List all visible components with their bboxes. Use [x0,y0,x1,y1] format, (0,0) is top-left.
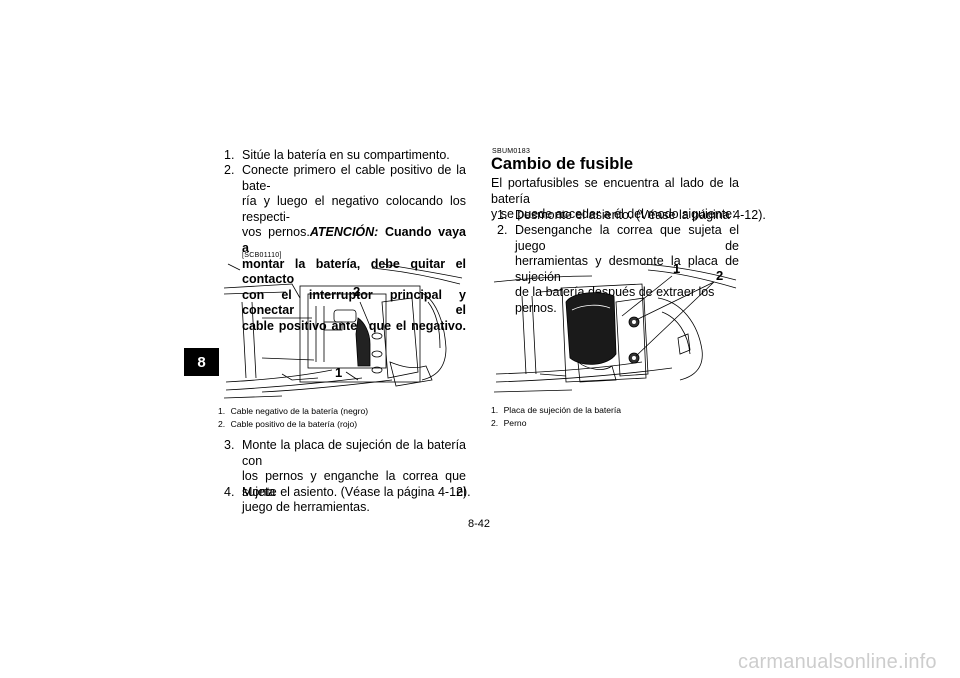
battery-illustration [223,263,463,399]
fuse-illustration [493,263,737,393]
step-text: Desmonte el asiento. (Véase la página 4-… [515,208,766,222]
attention-label: ATENCIÓN: [309,225,379,240]
caption-item: 1. Cable negativo de la batería (negro) [218,406,369,416]
warning-line: montar la batería, debe quitar el contac… [242,256,466,287]
fuse-figure: 1 2 [492,261,738,400]
step-line: Desenganche la correa que sujeta el jueg… [515,223,739,253]
step-text: Monte el asiento. (Véase la página 4-12)… [242,485,471,499]
step-line: juego de herramientas. [242,500,370,515]
step-line: herramientas y desmonte la placa de suje… [515,254,739,284]
step-line: vos pernos.ATENCIÓN: Cuando vaya a [242,225,466,255]
step-line: los pernos y enganche la correa que suje… [242,469,466,499]
step-line: Monte la placa de sujeción de la batería… [242,438,466,468]
warning-line: cable positivo antes que el negativo. [242,318,466,333]
section-heading: Cambio de fusible [491,155,634,173]
callout-2: 2 [353,284,361,299]
section-tab: 8 [184,348,219,376]
page-number: 8-42 [468,518,491,530]
caption-item: 2. Perno [491,418,527,428]
callout-1: 1 [673,261,681,276]
step-line: ría y luego el negativo colocando los re… [242,194,466,224]
callout-2: 2 [716,268,724,283]
battery-figure: 2 1 [222,262,466,402]
step-line: Conecte primero el cable positivo de la … [242,163,466,193]
section-code: SBUM0183 [492,148,531,155]
warning-code: [SCB01110] [242,252,282,259]
watermark: carmanualsonline.info [738,651,937,673]
callout-1: 1 [335,365,343,380]
intro-paragraph: El portafusibles se encuentra al lado de… [491,176,739,222]
caption-item: 1. Placa de sujeción de la batería [491,405,622,415]
step-text: Sitúe la batería en su compartimento. [242,148,450,162]
caption-item: 2. Cable positivo de la batería (rojo) [218,419,358,429]
step-line: de la batería después de extraer los per… [515,285,715,315]
